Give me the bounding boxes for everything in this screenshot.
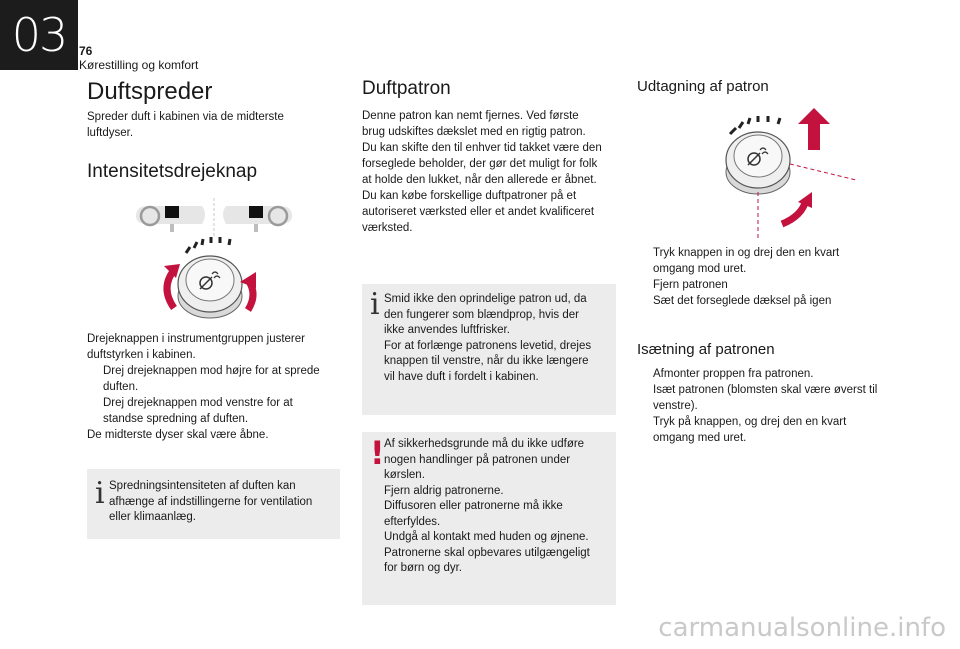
intensity-knob-illustration — [136, 198, 292, 319]
bullet-text: Fjern patronen — [653, 279, 728, 291]
cartridge-text: Denne patron kan nemt fjernes. Ved først… — [362, 108, 602, 236]
info-note-intensity: i Spredningsintensiteten af duften kan a… — [87, 469, 340, 539]
list-item: Drej drejeknappen mod højre for at spred… — [87, 363, 347, 395]
list-item: Afmonter proppen fra patronen. — [637, 366, 897, 382]
info-note-cartridge: i Smid ikke den oprindelige patron ud, d… — [362, 284, 616, 415]
diffuser-knob — [177, 255, 243, 319]
note-line: vil have duft i fordelt i kabinen. — [384, 370, 539, 383]
list-item: Drej drejeknappen mod venstre for at stan… — [87, 395, 347, 427]
note-line: Spredningsintensiteten af duften kan — [109, 480, 296, 492]
bullet-text: Tryk knappen in og drej den en kvart — [653, 247, 840, 259]
bullet-text: Tryk på knappen, og drej den en kvart — [653, 416, 847, 428]
bullet-text: venstre). — [653, 400, 698, 412]
knob-description-line: Drejeknappen i instrumentgruppen justere… — [87, 333, 305, 345]
list-item: Tryk knappen in og drej den en kvart omga… — [637, 245, 897, 277]
rotate-counterclockwise-arrow — [780, 192, 812, 228]
knob-bullets: Drej drejeknappen mod højre for at spred… — [87, 363, 347, 427]
warning-line: efterfyldes. — [384, 515, 441, 528]
cartridge-line: autoriseret værksted eller et andet kval… — [362, 206, 595, 218]
closing-text: De midterste dyser skal være åbne. — [87, 429, 269, 441]
list-item: Tryk på knappen, og drej den en kvart omg… — [637, 414, 897, 446]
warning-line: Diffusoren eller patronerne må ikke — [384, 500, 563, 512]
cartridge-line: Denne patron kan nemt fjernes. Ved først… — [362, 110, 579, 122]
bullet-text: standse spredning af duften. — [103, 413, 249, 425]
cartridge-line: brug udskiftes dækslet med en rigtig pat… — [362, 126, 586, 138]
knob-heading: Intensitetsdrejeknap — [87, 161, 258, 182]
insert-bullets: Afmonter proppen fra patronen. Isæt patr… — [637, 366, 897, 446]
warning-line: Patronerne skal opbevares utilgængeligt — [384, 546, 590, 559]
warning-line: Undgå al kontakt med huden og øjnene. — [384, 531, 589, 543]
knob-description: Drejeknappen i instrumentgruppen justere… — [87, 331, 305, 363]
warning-note-text: Af sikkerhedsgrunde må du ikke udføre no… — [384, 437, 590, 577]
info-icon: i — [370, 287, 380, 322]
note-line: den fungerer som blændprop, hvis der — [384, 308, 579, 321]
knob-scale-marks — [184, 237, 232, 254]
dashboard-icon-right — [223, 205, 292, 232]
bullet-text: Drej drejeknappen mod venstre for at — [103, 397, 293, 409]
knob-description-line: duftstyrken i kabinen. — [87, 349, 196, 361]
note-line: For at forlænge patronens levetid, dreje… — [384, 339, 592, 352]
bullet-text: duften. — [103, 381, 139, 393]
info-icon: i — [95, 476, 105, 511]
cartridge-line: Du kan skifte den til enhver tid takket … — [362, 142, 602, 154]
warning-line: for børn og dyr. — [384, 562, 462, 574]
warning-note: ! Af sikkerhedsgrunde må du ikke udføre … — [362, 432, 616, 605]
bullet-text: Afmonter proppen fra patronen. — [653, 368, 814, 380]
cartridge-line: værksted. — [362, 222, 413, 234]
cartridge-line: Du kan købe forskellige duftpatroner på … — [362, 190, 577, 202]
list-item: Sæt det forseglede dæksel på igen — [637, 293, 897, 309]
page-title: Duftspreder — [87, 78, 213, 105]
page-number: 76 — [79, 44, 93, 58]
chapter-tab: 03 — [0, 0, 78, 70]
insert-heading: Isætning af patronen — [637, 341, 775, 358]
cartridge-line: at holde den lukket, når den allerede er… — [362, 174, 597, 186]
list-item: Isæt patronen (blomsten skal være øverst… — [637, 382, 897, 414]
note-line: afhænge af indstillingerne for ventilati… — [109, 495, 313, 508]
bullet-text: omgang mod uret. — [653, 263, 747, 275]
warning-icon: ! — [370, 434, 385, 472]
warning-line: Fjern aldrig patronerne. — [384, 484, 504, 497]
info-note-text: Spredningsintensiteten af duften kan afh… — [109, 479, 312, 526]
note-line: ikke anvendes luftfrisker. — [384, 324, 510, 336]
warning-line: nogen handlinger på patronen under — [384, 453, 571, 466]
bullet-text: Drej drejeknappen mod højre for at spred… — [103, 365, 320, 377]
cartridge-title: Duftpatron — [362, 78, 451, 99]
cartridge-removal-illustration — [725, 108, 857, 240]
push-up-arrow — [798, 108, 830, 150]
list-item: Fjern patronen — [637, 277, 897, 293]
intro-line: Spreder duft i kabinen via de midterste — [87, 111, 284, 123]
note-line: Smid ikke den oprindelige patron ud, da — [384, 293, 587, 305]
section-name: Kørestilling og komfort — [79, 58, 199, 72]
watermark: carmanualsonline.info — [658, 613, 946, 643]
removal-bullets: Tryk knappen in og drej den en kvart omga… — [637, 245, 897, 309]
removal-heading: Udtagning af patron — [637, 78, 769, 95]
bullet-text: Isæt patronen (blomsten skal være øverst… — [653, 384, 878, 396]
warning-line: Af sikkerhedsgrunde må du ikke udføre — [384, 438, 585, 450]
note-line: eller klimaanlæg. — [109, 511, 196, 523]
bullet-text: omgang med uret. — [653, 432, 747, 444]
info-note-text: Smid ikke den oprindelige patron ud, da … — [384, 292, 591, 385]
guide-line-horizontal — [789, 163, 857, 181]
note-line: knappen til venstre, når du ikke længere — [384, 355, 589, 367]
cartridge-line: forseglede beholder, der gør det muligt … — [362, 158, 598, 170]
intro-line: luftdyser. — [87, 127, 134, 139]
rotate-right-arrow — [240, 272, 257, 312]
rotate-left-arrow — [163, 264, 180, 311]
diffuser-knob — [725, 131, 791, 195]
warning-line: kørslen. — [384, 469, 425, 481]
intro-text: Spreder duft i kabinen via de midterste … — [87, 109, 284, 141]
dashboard-icon-left — [136, 205, 205, 232]
knob-scale-marks — [728, 116, 782, 136]
bullet-text: Sæt det forseglede dæksel på igen — [653, 295, 832, 307]
